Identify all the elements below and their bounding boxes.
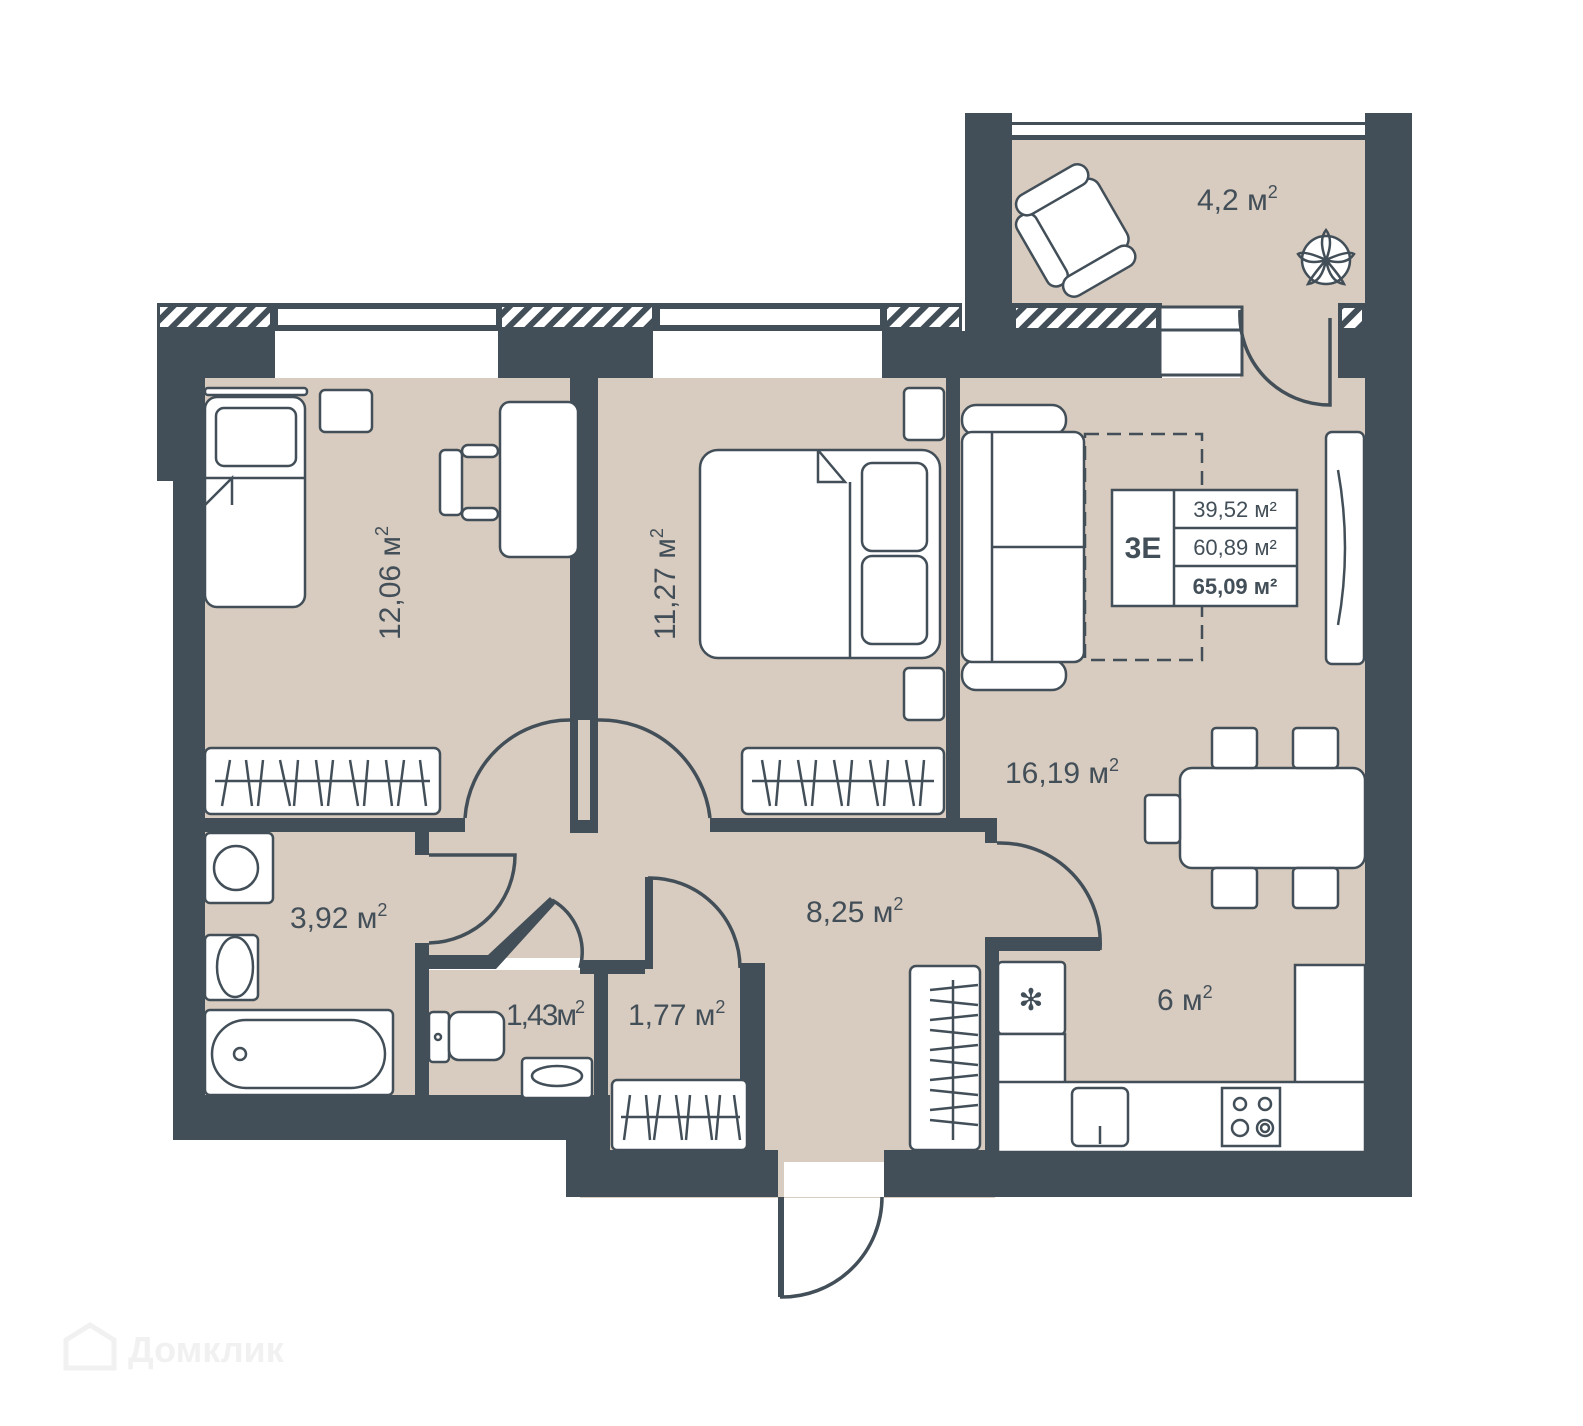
room-label-bathroom: 3,92 м2 xyxy=(290,900,387,935)
apartment-code: 3E xyxy=(1125,532,1162,565)
area-summary-box: 3E 39,52 м² 60,89 м² 65,09 м² xyxy=(1110,488,1299,608)
plant-icon xyxy=(1296,227,1356,286)
room-label-kitchen: 6 м2 xyxy=(1157,982,1213,1017)
room-label-living-room: 16,19 м2 xyxy=(1005,755,1119,790)
room-label-bedroom-2: 11,27 м2 xyxy=(647,528,682,640)
total-area: 60,89 м² xyxy=(1193,535,1277,560)
freezer-icon: ✻ xyxy=(1018,984,1043,1017)
armchair-icon xyxy=(1014,163,1137,298)
watermark-text: Домклик xyxy=(128,1329,285,1370)
room-label-closet: 1,77 м2 xyxy=(628,997,725,1032)
stove-icon xyxy=(1220,1086,1282,1148)
sink-icon xyxy=(1070,1086,1130,1148)
room-labels: 12,06 м2 11,27 м2 16,19 м2 6 м2 8,25 м2 … xyxy=(290,182,1278,1032)
bedroom-2-furniture xyxy=(698,386,946,816)
house-logo-icon xyxy=(63,1322,117,1371)
wet-rooms-furniture xyxy=(203,831,749,1152)
room-label-bedroom-1: 12,06 м2 xyxy=(372,526,407,640)
room-label-hallway: 8,25 м2 xyxy=(806,894,903,929)
room-label-balcony: 4,2 м2 xyxy=(1197,182,1278,217)
room-label-toilet: 1,43м2 xyxy=(506,997,585,1032)
doors xyxy=(428,309,1332,1299)
domclick-watermark: Домклик xyxy=(63,1322,285,1371)
total-area-with-balcony: 65,09 м² xyxy=(1193,574,1278,599)
walls xyxy=(157,113,1412,1197)
kitchen-furniture: ✻ xyxy=(908,960,1367,1154)
balcony-furniture xyxy=(1014,163,1356,298)
living-room-furniture xyxy=(960,403,1367,910)
living-area: 39,52 м² xyxy=(1193,497,1277,522)
bedroom-1-furniture xyxy=(203,386,580,816)
